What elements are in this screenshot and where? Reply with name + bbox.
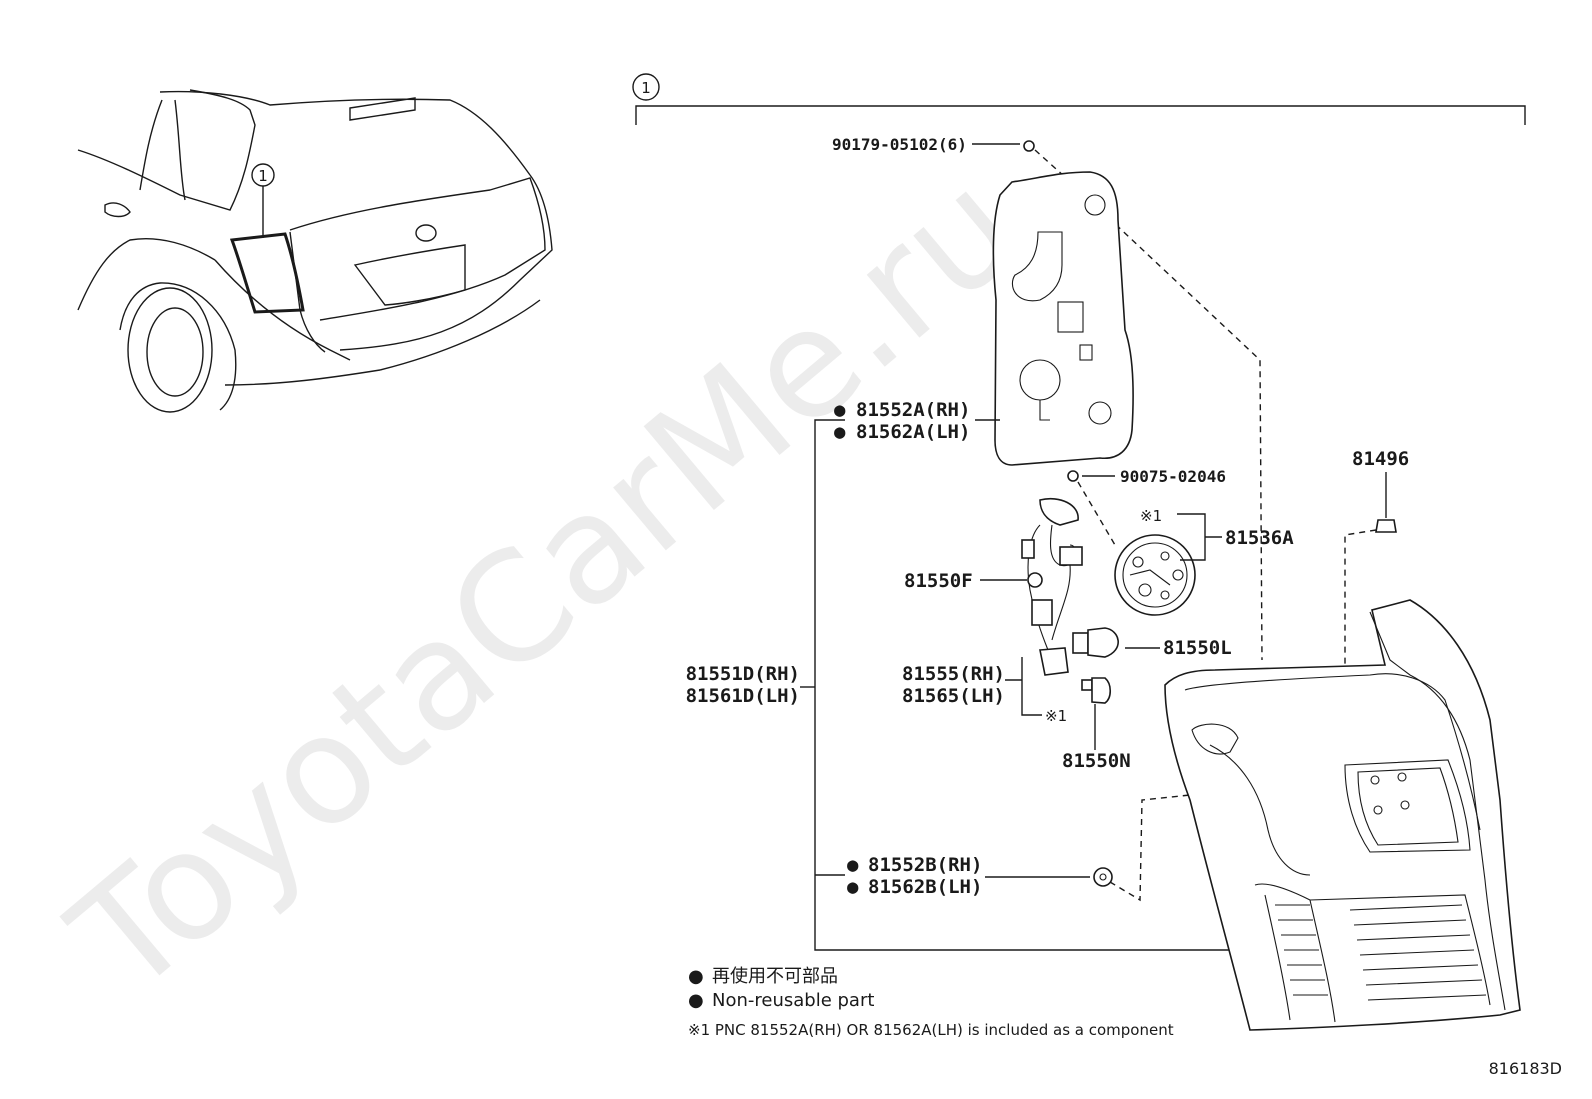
section-callout-number: 1	[641, 79, 651, 97]
label-90075-02046: 90075-02046	[1120, 467, 1226, 486]
main-bracket: ● 81552A(RH) ● 81562A(LH) 81551D(RH) 815…	[686, 399, 1235, 951]
legend-text-jp: 再使用不可部品	[712, 966, 838, 987]
label-81562b-lh: 81562B(LH)	[868, 876, 982, 898]
label-90179-05102: 90179-05102(6)	[832, 135, 967, 154]
diagram-code: 816183D	[1489, 1059, 1562, 1078]
label-81550n: 81550N	[1062, 750, 1131, 772]
label-81565-lh: 81565(LH)	[902, 685, 1005, 707]
legend-bullet-jp: ●	[688, 966, 704, 987]
label-81550f: 81550F	[904, 570, 973, 592]
grommet-81552b	[985, 867, 1113, 887]
section-header: 1	[632, 73, 1526, 125]
screw-90075: 90075-02046	[1067, 467, 1226, 486]
label-81496: 81496	[1352, 448, 1409, 470]
legend: ● 再使用不可部品 ● Non-reusable part ※1 PNC 815…	[688, 966, 1174, 1039]
socket-board-81536a: ※1 81536A	[1114, 507, 1294, 616]
tail-lamp-housing	[1164, 599, 1521, 1031]
bullet-81552b: ●	[847, 854, 859, 876]
bullet-81552a: ●	[834, 399, 846, 421]
label-81552b-rh: 81552B(RH)	[868, 854, 982, 876]
label-81555-rh: 81555(RH)	[902, 663, 1005, 685]
label-81551d-rh: 81551D(RH)	[686, 663, 800, 685]
bolt-90179: 90179-05102(6)	[832, 135, 1035, 154]
clip-81496: 81496	[1352, 448, 1409, 533]
car-callout-number: 1	[258, 167, 268, 185]
label-81562a-lh: 81562A(LH)	[856, 421, 970, 443]
note-ref-81555: ※1	[1045, 707, 1067, 725]
label-81536a: 81536A	[1225, 527, 1294, 549]
legend-text-en: Non-reusable part	[712, 990, 874, 1011]
gasket-plate-81552a	[992, 171, 1134, 466]
label-81550l: 81550L	[1163, 637, 1232, 659]
note-ref-81536a: ※1	[1140, 507, 1162, 525]
wire-harness-81550f: 81550F 81555(RH) 81565(LH) ※1	[902, 498, 1083, 725]
legend-footnote: ※1 PNC 81552A(RH) OR 81562A(LH) is inclu…	[688, 1021, 1174, 1039]
legend-bullet-en: ●	[688, 990, 704, 1011]
label-81552a-rh: 81552A(RH)	[856, 399, 970, 421]
bulb-81550n: 81550N	[1062, 677, 1131, 772]
label-81561d-lh: 81561D(LH)	[686, 685, 800, 707]
bullet-81562a: ●	[834, 421, 846, 443]
bulb-81550l: 81550L	[1072, 627, 1232, 659]
bullet-81562b: ●	[847, 876, 859, 898]
car-rear-illustration: 1	[77, 89, 553, 413]
